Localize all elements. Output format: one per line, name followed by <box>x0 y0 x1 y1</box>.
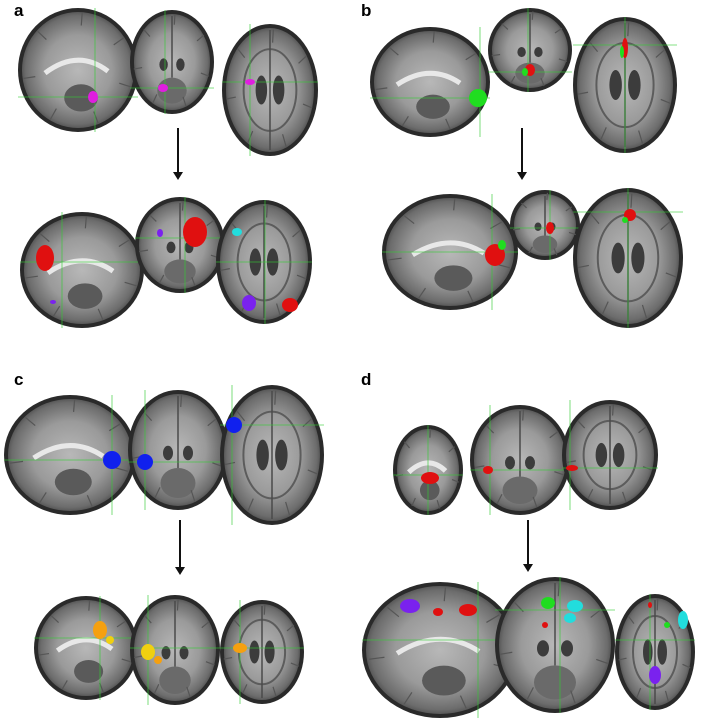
activation-blob <box>282 298 298 312</box>
activation-blob <box>245 79 255 85</box>
activation-blob <box>485 244 505 266</box>
b-top-coronal <box>488 8 572 92</box>
d-top-coronal <box>470 405 570 515</box>
activation-blob <box>522 68 528 76</box>
panel-label-b: b <box>361 1 372 20</box>
d-top-axial <box>562 400 658 510</box>
activation-blob <box>50 300 56 304</box>
d-bot-axial <box>615 594 695 710</box>
activation-blob <box>498 240 506 250</box>
activation-blob <box>36 245 54 271</box>
activation-blob <box>400 599 420 613</box>
activation-blob <box>233 643 247 653</box>
activation-blob <box>620 46 624 58</box>
c-bot-axial <box>220 600 304 704</box>
activation-blob <box>433 608 443 616</box>
b-top-axial <box>573 17 677 153</box>
activation-blob <box>157 229 163 237</box>
activation-blob <box>158 84 168 92</box>
c-bot-coronal <box>130 595 220 705</box>
a-top-sagittal <box>18 8 138 132</box>
activation-blob <box>183 217 207 247</box>
activation-blob <box>622 217 628 223</box>
activation-blob <box>154 656 162 664</box>
d-bot-sagittal <box>362 582 518 718</box>
activation-blob <box>469 89 487 107</box>
c-bot-sagittal <box>34 596 138 700</box>
activation-blob <box>141 644 155 660</box>
activation-blob <box>137 454 153 470</box>
activation-blob <box>93 621 107 639</box>
activation-blob <box>649 666 661 684</box>
activation-blob <box>421 472 439 484</box>
d-top-sagittal <box>393 425 463 515</box>
panel-label-c: c <box>14 370 24 389</box>
b-top-sagittal <box>370 27 490 137</box>
b-bot-sagittal <box>382 194 518 310</box>
a-bot-coronal <box>135 197 225 293</box>
a-top-axial <box>222 24 318 156</box>
activation-blob <box>103 451 121 469</box>
activation-blob <box>541 597 555 609</box>
d-bot-coronal <box>495 577 615 713</box>
activation-blob <box>564 613 576 623</box>
activation-blob <box>483 466 493 474</box>
d-arrow <box>523 520 533 572</box>
activation-blob <box>226 417 242 433</box>
a-bot-axial <box>216 200 312 324</box>
activation-blob <box>546 222 554 234</box>
activation-blob <box>664 622 670 628</box>
c-top-axial <box>220 385 324 525</box>
b-bot-coronal <box>510 190 580 260</box>
b-bot-axial <box>573 188 683 328</box>
b-arrow <box>517 128 527 180</box>
activation-blob <box>567 600 583 612</box>
c-arrow <box>175 520 185 575</box>
panel-label-d: d <box>361 370 372 389</box>
activation-blob <box>232 228 242 236</box>
c-top-sagittal <box>4 395 136 515</box>
a-top-coronal <box>130 10 214 114</box>
activation-blob <box>242 295 256 311</box>
activation-blob <box>459 604 477 616</box>
activation-blob <box>106 636 114 644</box>
a-bot-sagittal <box>20 212 144 328</box>
activation-blob <box>648 602 652 608</box>
activation-blob <box>88 91 98 103</box>
activation-blob <box>566 465 578 471</box>
panel-label-a: a <box>14 1 24 20</box>
activation-blob <box>678 611 688 629</box>
activation-blob <box>542 622 548 628</box>
c-top-coronal <box>128 390 228 510</box>
a-arrow <box>173 128 183 180</box>
